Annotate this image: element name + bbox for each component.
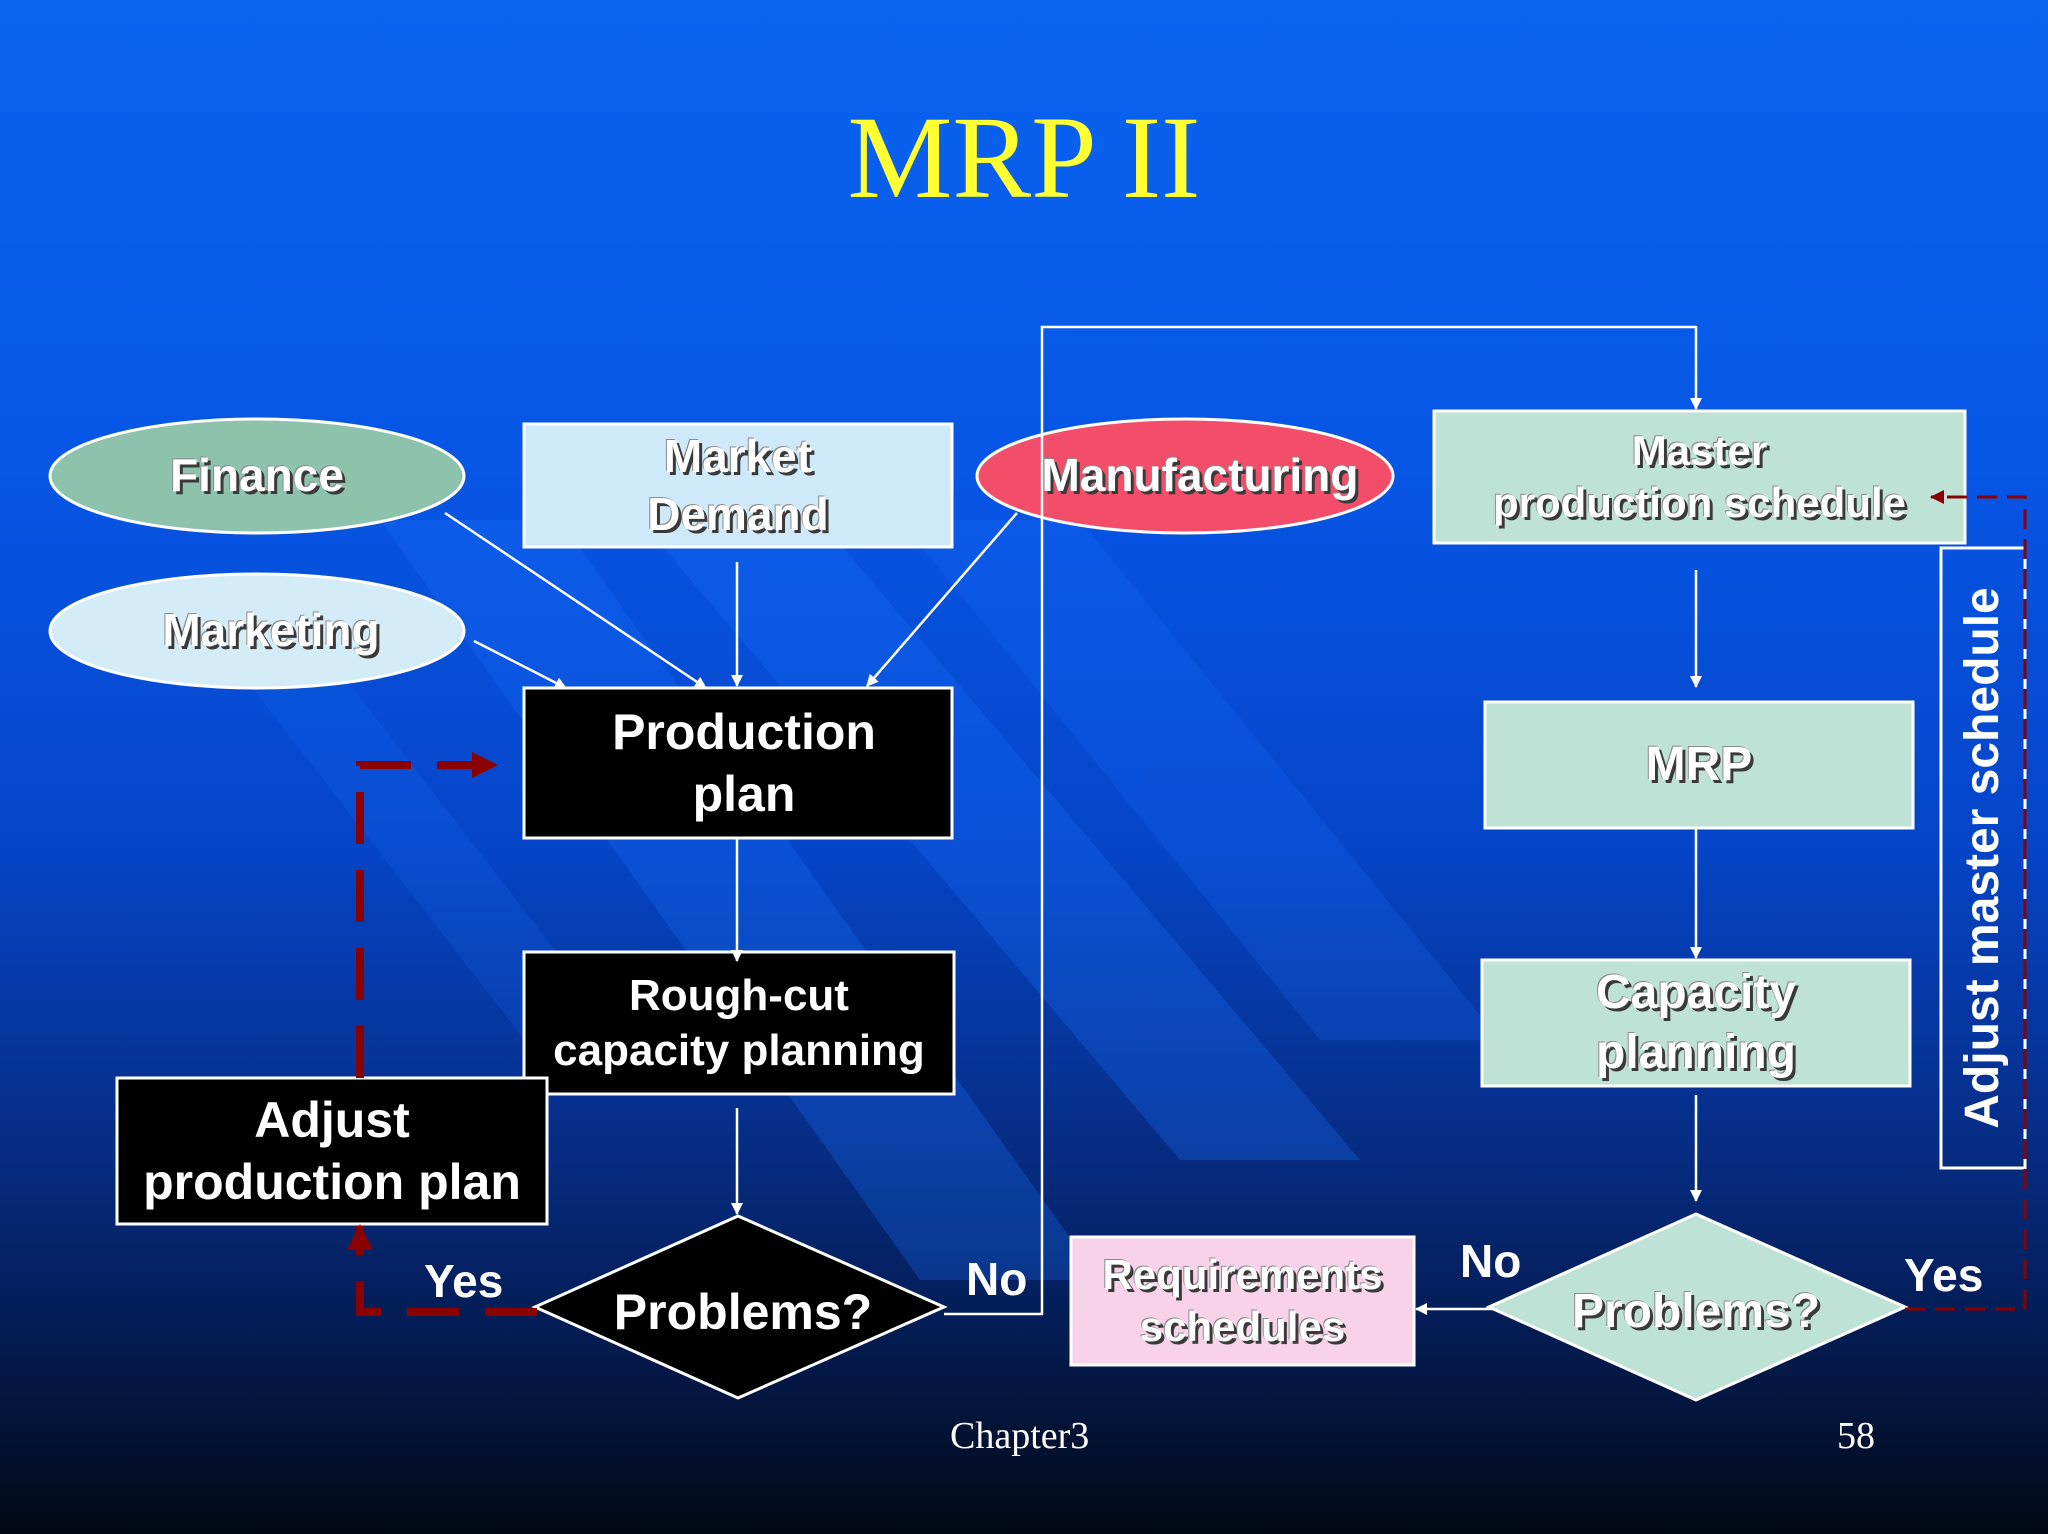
no-left-label: No (966, 1253, 1028, 1305)
adjust-production-plan-box (115, 1076, 549, 1226)
master-schedule-label: Master production schedule (1492, 426, 1907, 527)
marketing-label: Marketing (162, 604, 380, 657)
mrp-label: MRP (1645, 738, 1753, 791)
requirements-label: Requirements schedules (1102, 1250, 1383, 1351)
slide-title: MRP II (847, 92, 1201, 223)
capacity-planning-box (1480, 958, 1912, 1088)
adjust-master-label: Adjust master schedule (1956, 587, 2009, 1129)
dashed-yes-to-adjust-left (347, 1224, 537, 1316)
arrow-no-to-master (944, 325, 1702, 1316)
rough-cut-label: Rough-cut capacity planning (553, 971, 925, 1075)
arrow-finance-to-plan (444, 511, 707, 690)
dashed-yes-to-master (1905, 490, 2027, 1311)
rough-cut-box (522, 950, 956, 1096)
adjust-production-plan-label: Adjust production plan (143, 1091, 521, 1211)
production-plan-label: Production plan (612, 703, 876, 823)
capacity-planning-label: Capacity planning (1595, 966, 1797, 1079)
no-right-label: No (1460, 1235, 1522, 1287)
problems-right-diamond (1485, 1212, 1909, 1402)
market-demand-box (522, 422, 954, 549)
mrp-box (1483, 700, 1915, 830)
manufacturing-ellipse (975, 417, 1395, 535)
market-demand-label: Market Demand (647, 430, 829, 540)
arrow-marketing-to-plan (473, 639, 567, 690)
yes-left-label: Yes (424, 1255, 504, 1307)
footer-chapter: Chapter3 (950, 1415, 1090, 1457)
problems-right-label: Problems? (1571, 1285, 1821, 1338)
footer-page-number: 58 (1837, 1415, 1875, 1457)
master-schedule-box (1432, 409, 1967, 545)
requirements-box (1069, 1235, 1416, 1367)
arrow-manufacturing-to-plan (866, 512, 1018, 687)
finance-label: Finance (170, 449, 344, 502)
dashed-adjust-to-plan (356, 752, 498, 1078)
problems-left-diamond (531, 1214, 948, 1400)
yes-right-label: Yes (1904, 1249, 1984, 1301)
finance-ellipse (48, 417, 466, 535)
problems-left-label: Problems? (613, 1283, 873, 1340)
manufacturing-label: Manufacturing (1041, 449, 1359, 502)
marketing-ellipse (48, 572, 466, 690)
